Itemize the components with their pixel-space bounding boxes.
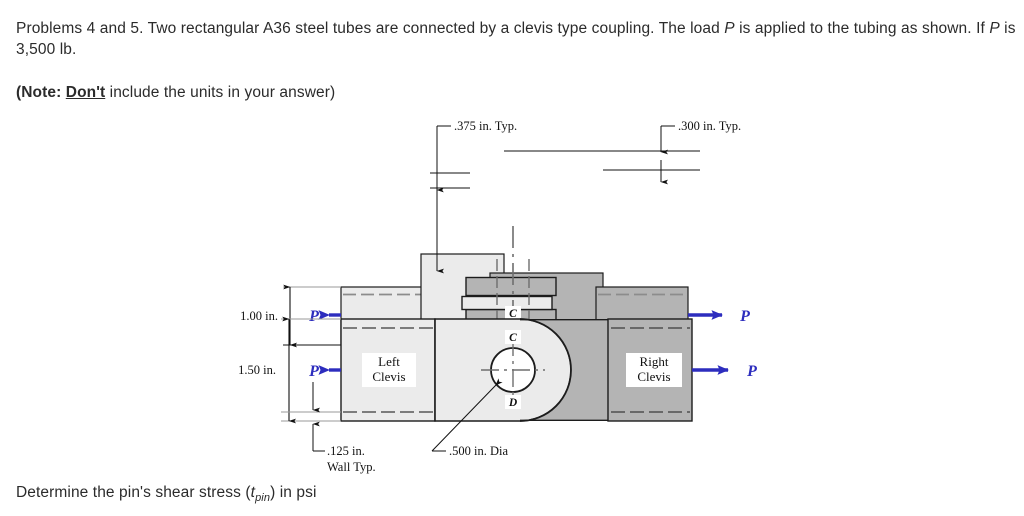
answer-note: (Note: Don't include the units in your a…	[16, 82, 716, 103]
load-arrow-left-bottom: P	[308, 363, 341, 380]
plan-view: C D Left Clevis Right Clevis	[238, 316, 757, 474]
load-label-right: P	[746, 363, 757, 380]
dimension-300-label: .300 in. Typ.	[678, 119, 741, 133]
statement-suffix: is 3,500 lb.	[16, 20, 1016, 58]
clevis-coupling-figure: C D 1.00 in. P P	[0, 104, 1024, 476]
dimension-300: .300 in. Typ.	[504, 119, 741, 185]
wall-typ-label: Wall Typ.	[327, 460, 376, 474]
note-open-paren: (Note:	[16, 84, 66, 101]
shear-stress-symbol: t	[250, 484, 256, 501]
statement-load-symbol-1: P	[724, 20, 735, 37]
statement-prefix: Problems 4 and 5. Two rectangular A36 st…	[16, 20, 725, 37]
dimension-125-label: .125 in.	[327, 444, 365, 458]
point-d-bottom: D	[505, 395, 521, 409]
note-rest: include the units in your answer)	[105, 84, 336, 101]
note-emphasis: Don't	[65, 84, 106, 101]
load-label-right: P	[739, 308, 750, 325]
load-arrow-right-top: P	[688, 308, 750, 325]
dimension-1in-label: 1.00 in.	[240, 309, 278, 323]
dimension-1in: 1.00 in.	[240, 284, 341, 348]
left-clevis-label-line1: Left	[378, 354, 400, 369]
left-clevis-annotation: Left Clevis	[362, 353, 416, 387]
shear-stress-subscript: pin	[255, 492, 271, 505]
dimension-125-wall: .125 in. Wall Typ.	[281, 382, 376, 474]
question-prefix: Determine the pin's shear stress (	[16, 484, 251, 501]
dimension-hole-dia: .500 in. Dia	[431, 378, 508, 458]
right-clevis-plate	[519, 318, 608, 422]
question-suffix: ) in psi	[270, 484, 317, 501]
hole-dia-label: .500 in. Dia	[449, 444, 508, 458]
statement-load-symbol-2: P	[989, 20, 1000, 37]
point-c-label: C	[509, 332, 517, 344]
left-clevis-label-line2: Clevis	[372, 369, 405, 384]
dimension-150in: 1.50 in.	[238, 316, 341, 424]
load-arrow-right-bottom: P	[692, 363, 757, 380]
load-arrow-left-top: P	[308, 308, 341, 325]
question-prompt: Determine the pin's shear stress (tpin) …	[16, 482, 716, 509]
dimension-150in-label: 1.50 in.	[238, 363, 276, 377]
load-label-left: P	[308, 363, 319, 380]
point-c-label: C	[509, 308, 517, 320]
point-c-bottom: C	[505, 330, 521, 344]
point-c-top: C	[505, 306, 521, 320]
right-clevis-label-line1: Right	[640, 354, 669, 369]
right-clevis-label-line2: Clevis	[637, 369, 670, 384]
statement-middle: is applied to the tubing as shown. If	[734, 20, 990, 37]
right-clevis-annotation: Right Clevis	[626, 353, 682, 387]
load-label-left: P	[308, 308, 319, 325]
dimension-375: .375 in. Typ.	[430, 119, 517, 274]
point-d-label: D	[508, 397, 518, 409]
dimension-375-label: .375 in. Typ.	[454, 119, 517, 133]
problem-statement: Problems 4 and 5. Two rectangular A36 st…	[16, 18, 1016, 60]
